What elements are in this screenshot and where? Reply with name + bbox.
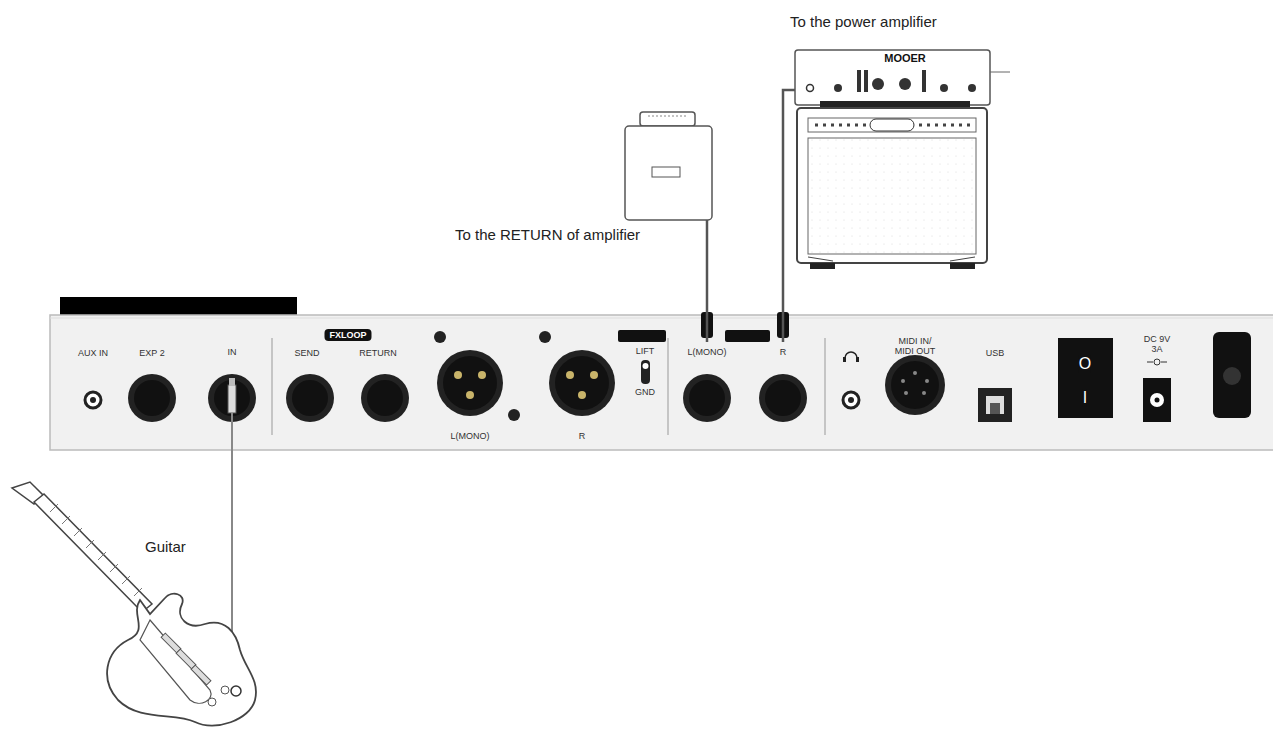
node-label: R [780,347,787,357]
port-label: SEND [294,348,319,358]
port-label: MIDI IN/ MIDI OUT [893,336,937,356]
port-label: L(MONO) [451,431,490,441]
port-label: DC 9V 3A [1142,334,1172,354]
port-label: I [1083,389,1087,407]
amp-head: To the power amplifierMOOER [795,50,990,105]
port-label: AUX IN [78,348,108,358]
section-badge: FXLOOP [324,329,371,341]
cable [783,90,795,342]
guitar: Guitar [0,480,262,728]
port-label: R [579,431,586,441]
brand-label: MOOER [884,52,926,64]
cable [706,220,709,342]
node-label: IN [228,347,237,357]
port-label: EXP 2 [139,348,164,358]
node-label: L(MONO) [688,347,727,357]
node-label: To the power amplifier [790,13,937,30]
cable [231,432,233,480]
node-label: Guitar [145,538,186,555]
port-label: O [1079,355,1091,373]
combo-amp: To the RETURN of amplifier [625,112,712,220]
node-label: To the RETURN of amplifier [455,226,640,243]
input-jack: IN [200,342,264,432]
port-label: USB [986,348,1005,358]
output-jack: L(MONO) [675,342,739,432]
output-jack: R [751,342,815,432]
port-label: LIFT [636,346,655,356]
port-label: GND [635,387,655,397]
port-label: RETURN [359,348,397,358]
